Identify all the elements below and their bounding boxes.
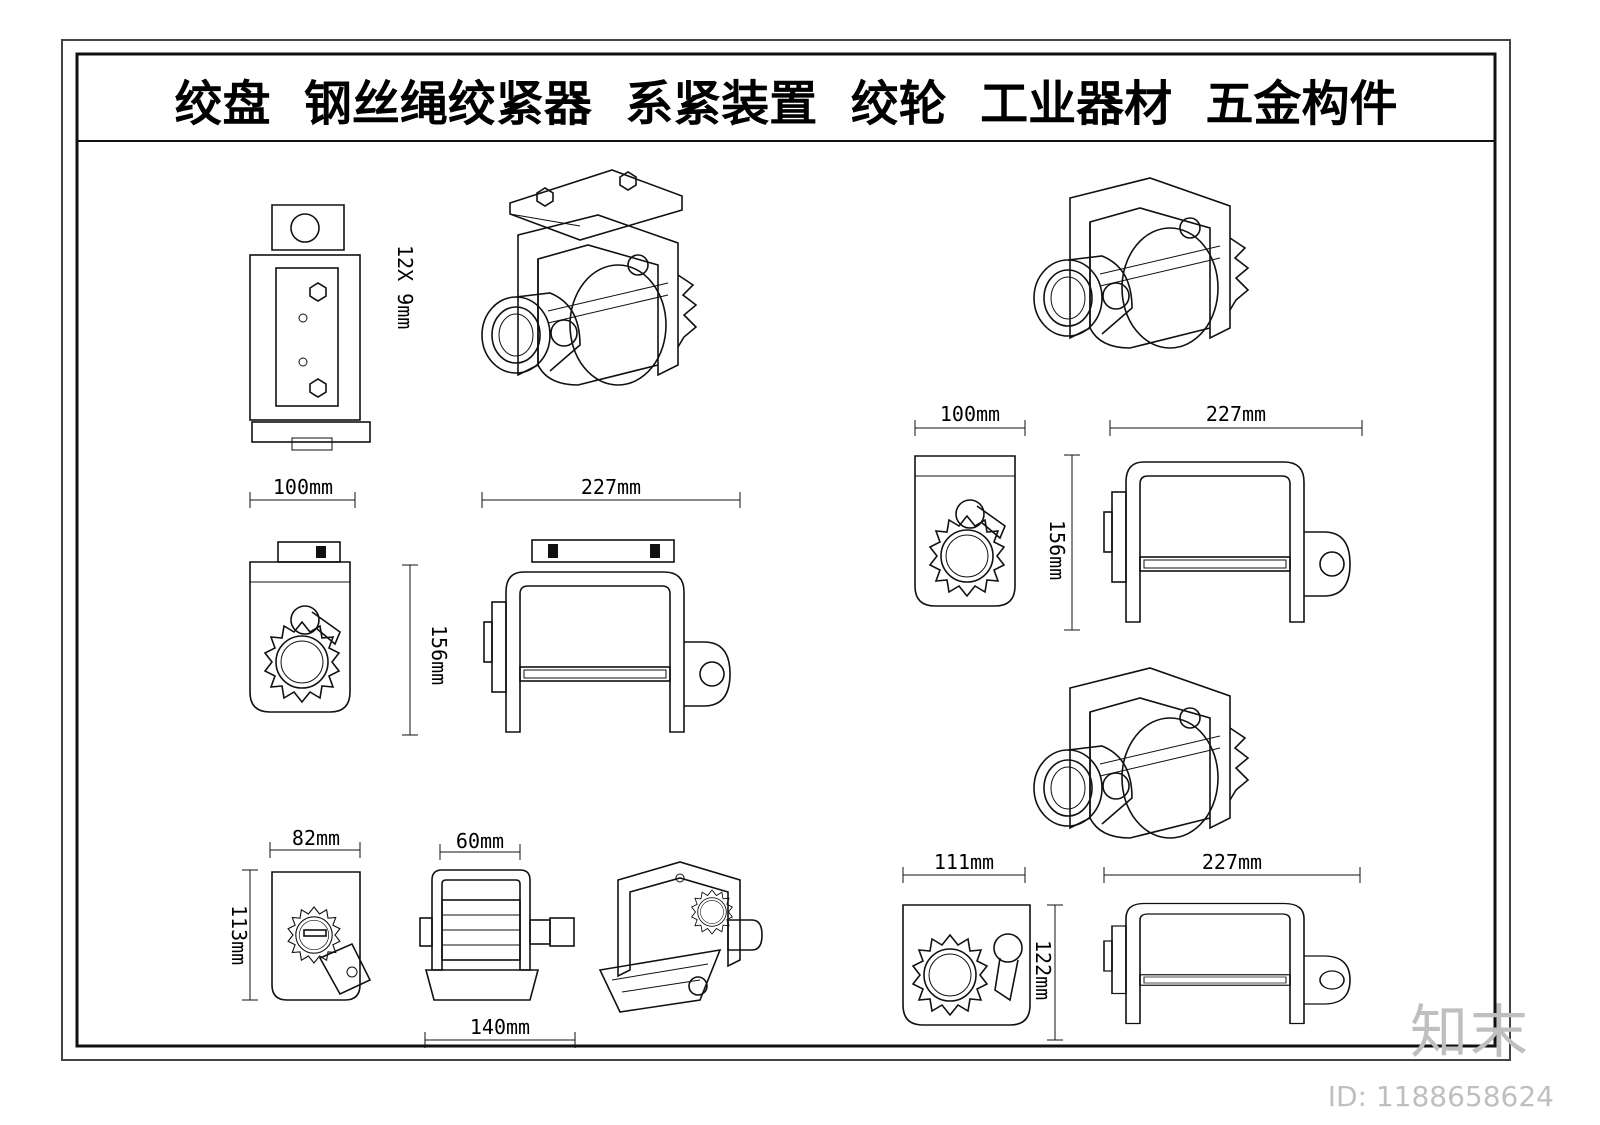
- dim-height-3: 156mm: [1045, 520, 1069, 580]
- winch-1-side-dimension: 100mm: [249, 475, 356, 508]
- outer-border: [61, 39, 1511, 1061]
- dim-top-2: 60mm: [456, 829, 504, 853]
- winch-4-side-view: [902, 904, 1031, 1026]
- winch-1-top-view: [249, 204, 371, 451]
- winch-2-top-dimension: 60mm: [439, 829, 521, 860]
- page-title: 绞盘 钢丝绳绞紧器 系紧装置 绞轮 工业器材 五金构件: [174, 76, 1397, 132]
- dim-width-2: 82mm: [292, 826, 340, 850]
- winch-2-isometric: [598, 861, 763, 1013]
- dim-width-4: 111mm: [934, 850, 994, 874]
- winch-1-isometric: [481, 169, 697, 386]
- dim-length-4: 227mm: [1202, 850, 1262, 874]
- winch-4-isometric: [1033, 667, 1249, 839]
- winch-2-side-view: [271, 871, 372, 1001]
- dim-width-1: 100mm: [273, 475, 333, 499]
- winch-3-width-dimension: 100mm: [914, 402, 1026, 436]
- dim-bolt-label: 12X 9mm: [393, 245, 417, 329]
- dim-width-3: 100mm: [940, 402, 1000, 426]
- dim-length-1: 227mm: [581, 475, 641, 499]
- winch-1-height-dimension: 156mm: [402, 564, 451, 736]
- winch-3-front-view: [1103, 461, 1351, 623]
- dim-length-3: 227mm: [1206, 402, 1266, 426]
- winch-3-height-dimension: 156mm: [1045, 454, 1080, 631]
- winch-1-front-view: [483, 539, 731, 733]
- winch-3-side-view: [915, 456, 1015, 606]
- watermark-logo: 知末: [1409, 998, 1530, 1066]
- watermark-id: ID: 1188658624: [1327, 1080, 1554, 1113]
- winch-1-side-view: [250, 541, 350, 712]
- winch-3-isometric: [1033, 177, 1249, 349]
- winch-4-height-dimension: 122mm: [1031, 904, 1063, 1041]
- winch-2-width-dimension: 82mm: [269, 826, 361, 858]
- winch-4-length-dimension: 227mm: [1103, 850, 1361, 883]
- winch-2-height-dimension: 113mm: [227, 869, 258, 1001]
- winch-2-front-view: [419, 869, 575, 1001]
- winch-1-front-dimension: 227mm: [481, 475, 741, 508]
- dim-height-4: 122mm: [1031, 940, 1055, 1000]
- dim-height-2: 113mm: [227, 905, 251, 965]
- winch-2-bottom-dimension: 140mm: [424, 1015, 576, 1048]
- winch-4-front-view: [1103, 902, 1351, 1025]
- winch-3-length-dimension: 227mm: [1109, 402, 1363, 436]
- dim-height-1: 156mm: [427, 625, 451, 685]
- inner-border: [75, 52, 1497, 1048]
- winch-4-width-dimension: 111mm: [902, 850, 1026, 883]
- dim-bottom-2: 140mm: [470, 1015, 530, 1039]
